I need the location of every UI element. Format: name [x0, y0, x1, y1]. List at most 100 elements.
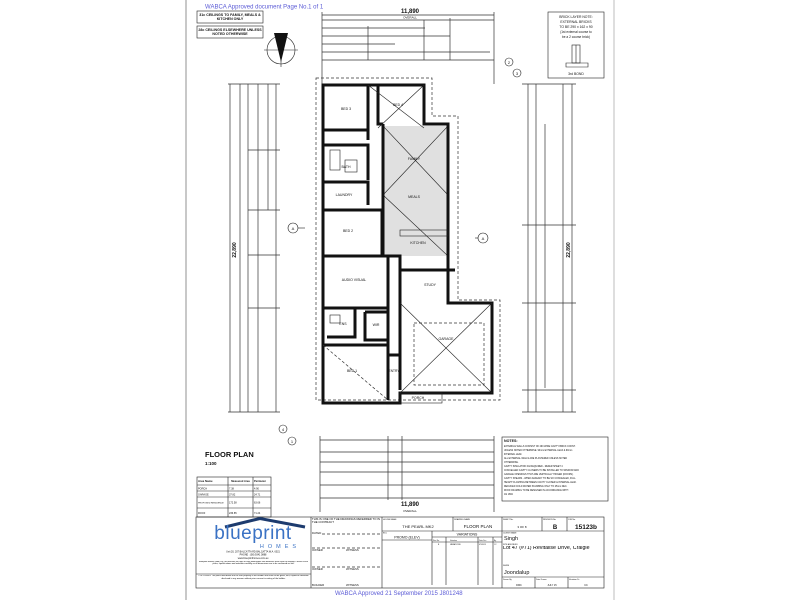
- svg-text:HOUSE NAME: HOUSE NAME: [383, 518, 397, 521]
- svg-text:CC: CC: [584, 584, 588, 587]
- elevation: PROMO (ELEV): [394, 536, 419, 540]
- svg-text:11,890: 11,890: [401, 9, 420, 15]
- svg-text:WITNESS: WITNESS: [346, 548, 359, 552]
- svg-text:BUILDER: BUILDER: [312, 583, 324, 587]
- section-marker-icon: 2: [504, 57, 514, 67]
- svg-text:SHEET No.: SHEET No.: [503, 519, 514, 521]
- svg-text:CLIENT NAME: CLIENT NAME: [503, 532, 517, 535]
- svg-text:CAVITY INSULATION AS REQUIRED: CAVITY INSULATION AS REQUIRED - REFER SH…: [504, 465, 563, 468]
- room-garage: GARAGE: [439, 337, 455, 341]
- svg-text:By: By: [494, 540, 496, 542]
- svg-text:3: 3: [516, 71, 519, 76]
- svg-text:172.58: 172.58: [229, 502, 237, 505]
- svg-text:22,890: 22,890: [232, 242, 238, 258]
- svg-text:DATED: DATED: [312, 531, 321, 535]
- svg-text:Area Name: Area Name: [198, 479, 213, 483]
- section-marker-icon: 3: [512, 68, 522, 78]
- svg-text:SITE ADDRESS: SITE ADDRESS: [503, 543, 518, 546]
- ceiling-note-2: 28c CEILINGS ELSEWHERE UNLESS NOTED OTHE…: [196, 25, 264, 39]
- section-marker-icon: 4: [278, 424, 288, 434]
- svg-text:OWNER: OWNER: [312, 567, 323, 571]
- svg-text:TO BE 290 x 162 x 90: TO BE 290 x 162 x 90: [559, 25, 592, 29]
- room-wir: WIR: [373, 323, 380, 327]
- disclaimer: Blueprint Homes (WA) Pty Ltd reserves th…: [199, 560, 308, 566]
- svg-text:AS 1684: AS 1684: [504, 493, 514, 496]
- svg-text:CONCEALED CAVITY CLOSERS TO BE: CONCEALED CAVITY CLOSERS TO BE INSTALLED…: [504, 469, 579, 472]
- svg-text:63.66: 63.66: [254, 502, 261, 505]
- section-markers: A A 1 2 3 4: [278, 57, 522, 446]
- svg-text:Date Drawn: Date Drawn: [536, 578, 547, 581]
- room-ens: ENS: [339, 322, 347, 326]
- contract-note: THIS IS ONE OF THE DRAWINGS REFERRED TO …: [312, 518, 380, 525]
- svg-text:B: B: [438, 544, 440, 546]
- blueprint-homes-logo: blueprint HOMES: [214, 516, 306, 550]
- svg-text:4: 4: [282, 427, 285, 432]
- section-marker-icon: A: [475, 232, 489, 244]
- left-dimensions: 22,890: [228, 83, 280, 413]
- svg-text:OVERALL: OVERALL: [403, 16, 417, 20]
- job-number: 15123b: [575, 524, 597, 531]
- svg-text:7.38: 7.38: [229, 488, 234, 491]
- svg-text:HEIGHT FLASHING BETWEEN CAVITY: HEIGHT FLASHING BETWEEN CAVITY CLOSER & …: [504, 481, 577, 484]
- north-arrow-icon: [264, 33, 298, 67]
- room-bed4: BED 4: [393, 103, 403, 107]
- top-dimensions: 11,890 OVERALL: [321, 9, 495, 84]
- room-kitchen: KITCHEN: [410, 241, 426, 245]
- svg-text:VARIATIONS: VARIATIONS: [450, 543, 461, 546]
- bottom-dimensions: 11,890 OVERALL: [319, 436, 495, 513]
- brick-layer-note: BRICK LAYER NOTE: EXTERNAL BRICKS TO BE …: [547, 11, 605, 79]
- house-name: THE PEARL MK2: [402, 524, 434, 529]
- room-bed3: BED 3: [341, 107, 351, 111]
- svg-text:A: A: [292, 226, 295, 231]
- svg-text:PORCH: PORCH: [198, 488, 207, 491]
- family-meals-floor-area: [383, 126, 448, 256]
- svg-text:blueprint: blueprint: [214, 523, 292, 544]
- room-family: FAMILY: [408, 157, 421, 161]
- client-name: Singh: [504, 536, 518, 542]
- shire: Joondalup: [504, 570, 529, 576]
- svg-text:Rev No.: Rev No.: [433, 540, 440, 542]
- watermark-bottom: WABCA Approved 21 September 2015 J801248: [335, 591, 463, 597]
- svg-text:GARAGE OPENINGS THAT ARE VERTI: GARAGE OPENINGS THAT ARE VERTICALLY HING…: [504, 473, 574, 476]
- room-bed2: BED 2: [343, 229, 353, 233]
- svg-text:Variation: Variation: [450, 539, 457, 542]
- svg-text:PHONE : (08) 9341 0888: PHONE : (08) 9341 0888: [240, 554, 267, 557]
- room-audio-visual: AUDIO VISUAL: [342, 278, 367, 282]
- svg-text:www.blueprinthomes.com.au: www.blueprinthomes.com.au: [238, 557, 269, 560]
- svg-text:BRICK LAYER NOTE:: BRICK LAYER NOTE:: [559, 15, 593, 19]
- svg-text:236.85: 236.85: [229, 512, 237, 515]
- room-laundry: LAUNDRY: [336, 193, 353, 197]
- copyright: COPYRIGHT: The plans and details are the…: [198, 575, 309, 580]
- svg-text:DRAWING NAME: DRAWING NAME: [454, 518, 471, 521]
- svg-text:INTERNAL LEAF.: INTERNAL LEAF.: [504, 453, 522, 456]
- watermark-top: WABCA Approved document Page No.1 of 1: [205, 5, 324, 11]
- svg-text:OTHERWISE.: OTHERWISE.: [504, 462, 519, 464]
- svg-text:HOMES: HOMES: [260, 544, 300, 550]
- svg-text:Perimeter: Perimeter: [254, 479, 266, 483]
- svg-text:71.24: 71.24: [254, 512, 261, 515]
- svg-text:JULY 15: JULY 15: [547, 584, 557, 587]
- plan-title: FLOOR PLAN: [205, 450, 254, 459]
- svg-text:GARAGE: GARAGE: [198, 494, 209, 497]
- svg-text:REDUCED COLD WATER PLUMBING ON: REDUCED COLD WATER PLUMBING ONLY TO 25mm…: [504, 485, 568, 488]
- ceiling-note-1-text: 31c CEILINGS TO FAMILY, MEALS & KITCHEN …: [199, 12, 261, 21]
- svg-text:Measured Area: Measured Area: [231, 479, 250, 483]
- svg-text:EXTERNAL WALLS CONSIST OF 290: EXTERNAL WALLS CONSIST OF 290 WIDE CAVIT…: [504, 445, 576, 448]
- room-study: STUDY: [424, 283, 437, 287]
- svg-text:EXTERNAL BRICKS: EXTERNAL BRICKS: [560, 20, 592, 24]
- sheet-number: 3 OF 8: [517, 525, 527, 529]
- floor-plan: [315, 77, 501, 405]
- title-block: blueprint HOMES Unit 20, 207 BALCATTA RD…: [195, 516, 605, 589]
- room-labels: BED 3 BED 4 FAMILY MEALS BATH LAUNDRY BE…: [336, 103, 454, 400]
- svg-text:be a 2 course brick): be a 2 course brick): [562, 35, 590, 39]
- svg-text:24.71: 24.71: [254, 494, 261, 497]
- svg-text:CC: CC: [494, 544, 497, 546]
- site-address: Lot 47 (#71) Revitalise Drive, Craigie: [503, 546, 590, 551]
- svg-text:1: 1: [291, 439, 294, 444]
- svg-text:3rd BOND: 3rd BOND: [568, 72, 584, 76]
- section-marker-icon: 1: [287, 436, 297, 446]
- room-porch: PORCH: [412, 396, 425, 400]
- svg-text:37.82: 37.82: [229, 494, 236, 497]
- svg-text:OWNER: OWNER: [312, 548, 323, 552]
